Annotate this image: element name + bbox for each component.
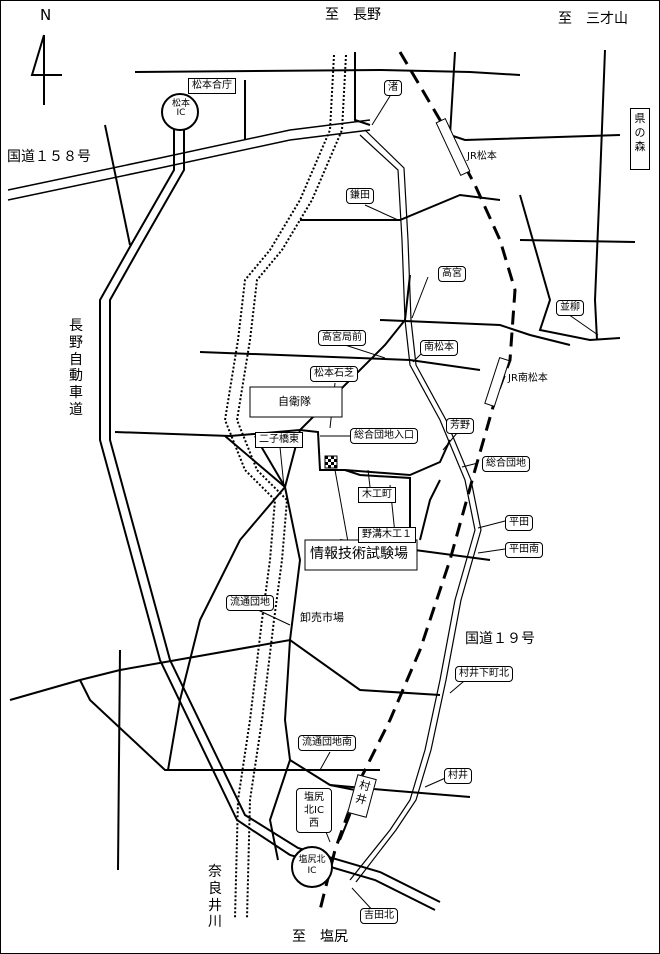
nagisa-label: 渚 (384, 80, 402, 96)
minami-matsumoto-label: 南松本 (420, 340, 458, 356)
matsumoto-ic-icon (161, 93, 199, 131)
hirata-label: 平田 (505, 515, 533, 531)
ryutsu-danchi-minami-label: 流通団地南 (298, 735, 356, 751)
takamiya-kyokumae-label: 高宮局前 (318, 330, 366, 346)
route158-label: 国道１５８号 (7, 149, 91, 165)
shiojiri-kita-ic-icon (291, 846, 333, 888)
self-defense-box (249, 386, 343, 418)
ryutsu-danchi-label: 流通団地 (226, 595, 274, 611)
narai-river-label: 奈良井川 (208, 864, 222, 931)
route19-label: 国道１９号 (465, 631, 535, 647)
jr-minami-matsumoto-label: JR南松本 (508, 373, 548, 384)
shiojiri-kita-ic-nishi-label: 塩尻北IC西 (296, 788, 332, 833)
route-158 (7, 119, 371, 201)
matsumoto-ishishiba-label: 松本石芝 (310, 366, 358, 382)
target-name: 情報技術試験場 (310, 546, 408, 562)
jr-matsumoto-station-icon (435, 117, 471, 177)
kamada-label: 鎌田 (346, 188, 374, 204)
jr-matsumoto-label: JR松本 (467, 151, 497, 162)
expressway-label: 長野自動車道 (69, 318, 83, 418)
kikou-machi-label: 木工町 (358, 487, 396, 503)
leader-lines (211, 79, 599, 914)
matsumoto-ic-label: 松本IC (171, 99, 190, 118)
nose-mokko-label: 野溝木工１ (358, 527, 416, 543)
yoshida-kita-label: 吉田北 (360, 908, 398, 924)
sougou-danchi-label: 総合団地 (482, 456, 530, 472)
futago-bashi-higashi-label: 二子橋東 (255, 432, 303, 448)
north-label: N (40, 6, 52, 24)
north-arrow-icon (30, 34, 62, 105)
yoshino-label: 芳野 (446, 418, 474, 434)
target-name-box (304, 539, 418, 571)
target-site-icon (324, 455, 338, 469)
sougou-danchi-iriguchi-label: 総合団地入口 (350, 428, 418, 444)
namiyanagi-label: 並柳 (556, 300, 584, 316)
shiojiri-kita-ic-label: 塩尻北IC (298, 855, 326, 876)
wholesale-market-label: 卸売市場 (300, 611, 344, 624)
murai-shimomachi-kita-label: 村井下町北 (455, 666, 513, 682)
matsumoto-goucho-label: 松本合庁 (188, 78, 236, 94)
takamiya-label: 高宮 (438, 266, 466, 282)
self-defense-label: 自衛隊 (278, 395, 311, 408)
to-shiojiri-label: 至 塩尻 (292, 929, 348, 945)
ken-no-mori-box: 県の森 (630, 108, 650, 170)
jr-line (318, 51, 517, 911)
murai-label: 村井 (444, 768, 472, 784)
jr-minami-matsumoto-station-icon (484, 356, 510, 408)
hirata-minami-label: 平田南 (505, 542, 543, 558)
to-sansaiyama-label: 至 三才山 (558, 11, 628, 27)
to-nagano-label: 至 長野 (325, 7, 381, 23)
